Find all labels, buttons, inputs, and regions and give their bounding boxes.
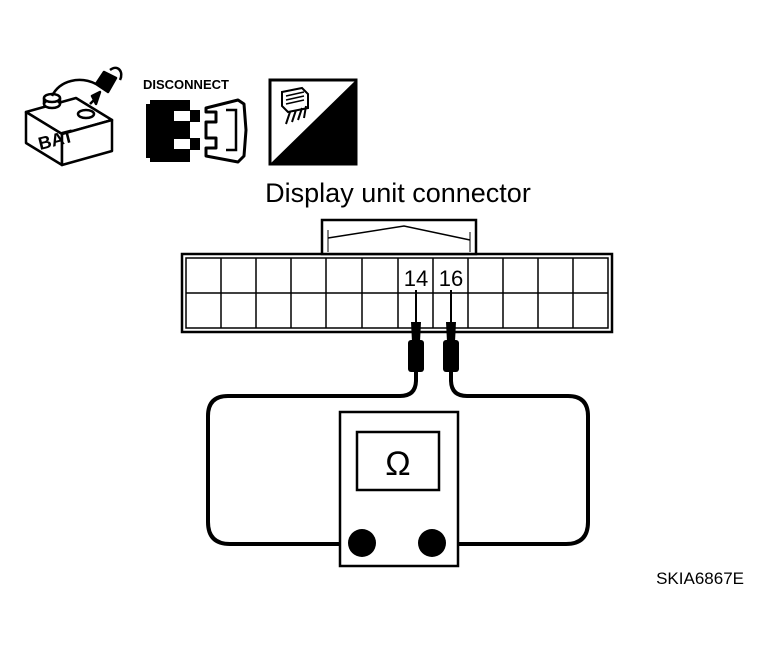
connector-cavities [185,257,609,329]
harness-side-label: H.S. [303,138,346,163]
disconnect-icon: DISCONNECT [143,77,248,164]
terminal-16-label: 16 [439,266,463,291]
meter-display [355,430,441,492]
figure-code: SKIA6867E [656,569,744,588]
test-lead-left [206,372,418,546]
test-probe-left [408,290,424,372]
meter-jack-right [418,529,446,557]
test-lead-right [432,372,590,546]
harness-side-icon: H.S. [268,78,358,166]
meter-jack-left [348,529,376,557]
disconnect-label: DISCONNECT [143,77,229,92]
terminal-14-label: 14 [404,266,428,291]
ohm-symbol: Ω [385,445,410,483]
battery-icon: BAT [24,66,123,167]
ohmmeter: Ω [338,410,460,568]
diagram-title: Display unit connector [265,178,531,208]
display-unit-connector [180,218,614,334]
test-probe-right [443,290,459,372]
